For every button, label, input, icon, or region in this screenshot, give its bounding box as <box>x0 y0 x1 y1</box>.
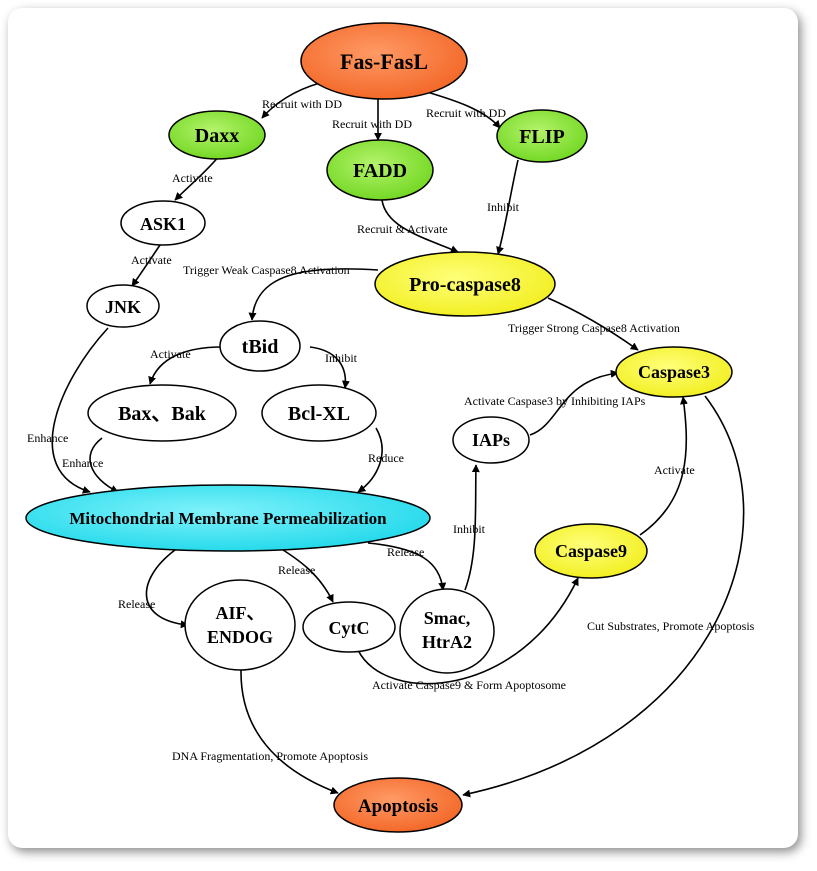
node-apoptosis-label: Apoptosis <box>358 796 438 817</box>
node-jnk-label: JNK <box>105 297 141 317</box>
edge-smac-iaps <box>464 464 480 591</box>
node-iaps: IAPs <box>452 416 530 464</box>
edge-casp9-casp3 <box>639 396 688 536</box>
edge-cytc-casp9 <box>357 577 579 685</box>
label-smac-iaps: Inhibit <box>453 522 486 536</box>
label-procasp8-casp3: Trigger Strong Caspase8 Activation <box>508 321 680 335</box>
label-bclxl-mito: Reduce <box>368 451 404 465</box>
node-daxx-label: Daxx <box>195 125 239 147</box>
node-bax-bak: Bax、Bak <box>87 384 237 442</box>
edge-casp3-apoptosis <box>462 395 745 798</box>
edge-aif-apoptosis <box>240 669 339 795</box>
label-tbid-bclxl: Inhibit <box>325 351 358 365</box>
label-fas-fadd: Recruit with DD <box>332 117 412 131</box>
edge-procasp8-tbid <box>248 268 379 321</box>
node-daxx: Daxx <box>168 110 266 160</box>
label-baxbak-mito: Enhance <box>62 456 103 470</box>
node-fadd-label: FADD <box>353 160 407 182</box>
node-smac-htra2: Smac, HtrA2 <box>399 588 495 674</box>
node-tbid: tBid <box>219 320 301 372</box>
node-caspase9-label: Caspase9 <box>555 541 627 561</box>
label-iaps-casp3: Activate Caspase3 by Inhibiting IAPs <box>464 394 646 408</box>
label-fas-daxx: Recruit with DD <box>262 97 342 111</box>
node-caspase9: Caspase9 <box>534 523 648 579</box>
edge-tbid-bclxl <box>309 346 350 389</box>
edge-flip-procasp8 <box>496 159 519 255</box>
node-aif-endog-label-2: ENDOG <box>207 627 273 647</box>
node-aif-endog-label-1: AIF、 <box>216 603 265 623</box>
node-caspase3: Caspase3 <box>615 346 733 398</box>
node-ask1-label: ASK1 <box>140 214 186 234</box>
node-bcl-xl: Bcl-XL <box>261 384 377 442</box>
edge-fadd-procasp8 <box>381 199 459 253</box>
label-mito-cytc: Release <box>278 563 315 577</box>
node-jnk: JNK <box>86 284 160 328</box>
edge-labels: Recruit with DD Recruit with DD Recruit … <box>27 97 755 763</box>
node-bcl-xl-label: Bcl-XL <box>288 403 350 425</box>
edge-ask1-jnk <box>131 244 161 287</box>
label-cytc-casp9: Activate Caspase9 & Form Apoptosome <box>372 678 566 692</box>
edge-fas-daxx <box>261 82 321 119</box>
node-caspase3-label: Caspase3 <box>638 362 710 382</box>
label-casp9-casp3: Activate <box>654 463 695 477</box>
edge-iaps-casp3 <box>529 369 619 436</box>
label-mito-smac: Release <box>387 545 424 559</box>
node-pro-caspase8: Pro-caspase8 <box>374 251 556 317</box>
node-aif-endog: AIF、 ENDOG <box>184 579 296 671</box>
node-mito: Mitochondrial Membrane Permeabilization <box>25 484 431 552</box>
node-bax-bak-label: Bax、Bak <box>118 403 207 425</box>
edge-jnk-mito <box>51 327 109 494</box>
edge-tbid-baxbak <box>148 346 223 385</box>
node-fas-fasl: Fas-FasL <box>300 22 468 100</box>
node-flip: FLIP <box>496 109 588 163</box>
label-mito-aif: Release <box>118 597 155 611</box>
label-daxx-ask1: Activate <box>172 171 213 185</box>
node-smac-label-1: Smac, <box>424 608 471 628</box>
label-procasp8-tbid: Trigger Weak Caspase8 Activation <box>183 263 350 277</box>
label-tbid-baxbak: Activate <box>150 347 191 361</box>
label-casp3-apoptosis: Cut Substrates, Promote Apoptosis <box>587 619 755 633</box>
node-cytc-label: CytC <box>329 618 370 638</box>
label-jnk-mito: Enhance <box>27 431 68 445</box>
edge-mito-aif <box>145 549 189 629</box>
node-fas-fasl-label: Fas-FasL <box>340 49 428 74</box>
node-tbid-label: tBid <box>242 336 279 358</box>
node-mito-label: Mitochondrial Membrane Permeabilization <box>69 509 387 528</box>
label-fas-flip: Recruit with DD <box>426 106 506 120</box>
edge-mito-smac <box>367 542 447 591</box>
node-smac-label-2: HtrA2 <box>422 632 472 652</box>
node-ask1: ASK1 <box>120 200 206 246</box>
node-apoptosis: Apoptosis <box>333 777 463 833</box>
node-fadd: FADD <box>326 139 434 201</box>
node-flip-label: FLIP <box>519 126 565 148</box>
edge-bclxl-mito <box>357 427 383 493</box>
nodes: Fas-FasL Daxx FADD FLIP ASK1 Pro-caspase… <box>25 22 733 833</box>
node-iaps-label: IAPs <box>472 430 510 450</box>
node-cytc: CytC <box>302 601 396 653</box>
edge-procasp8-casp3 <box>547 297 639 351</box>
node-pro-caspase8-label: Pro-caspase8 <box>409 274 521 296</box>
label-fadd-procasp8: Recruit & Activate <box>357 222 448 236</box>
label-aif-apoptosis: DNA Fragmentation, Promote Apoptosis <box>172 749 368 763</box>
edge-baxbak-mito <box>89 437 119 493</box>
label-flip-procasp8: Inhibit <box>487 200 520 214</box>
label-ask1-jnk: Activate <box>131 253 172 267</box>
